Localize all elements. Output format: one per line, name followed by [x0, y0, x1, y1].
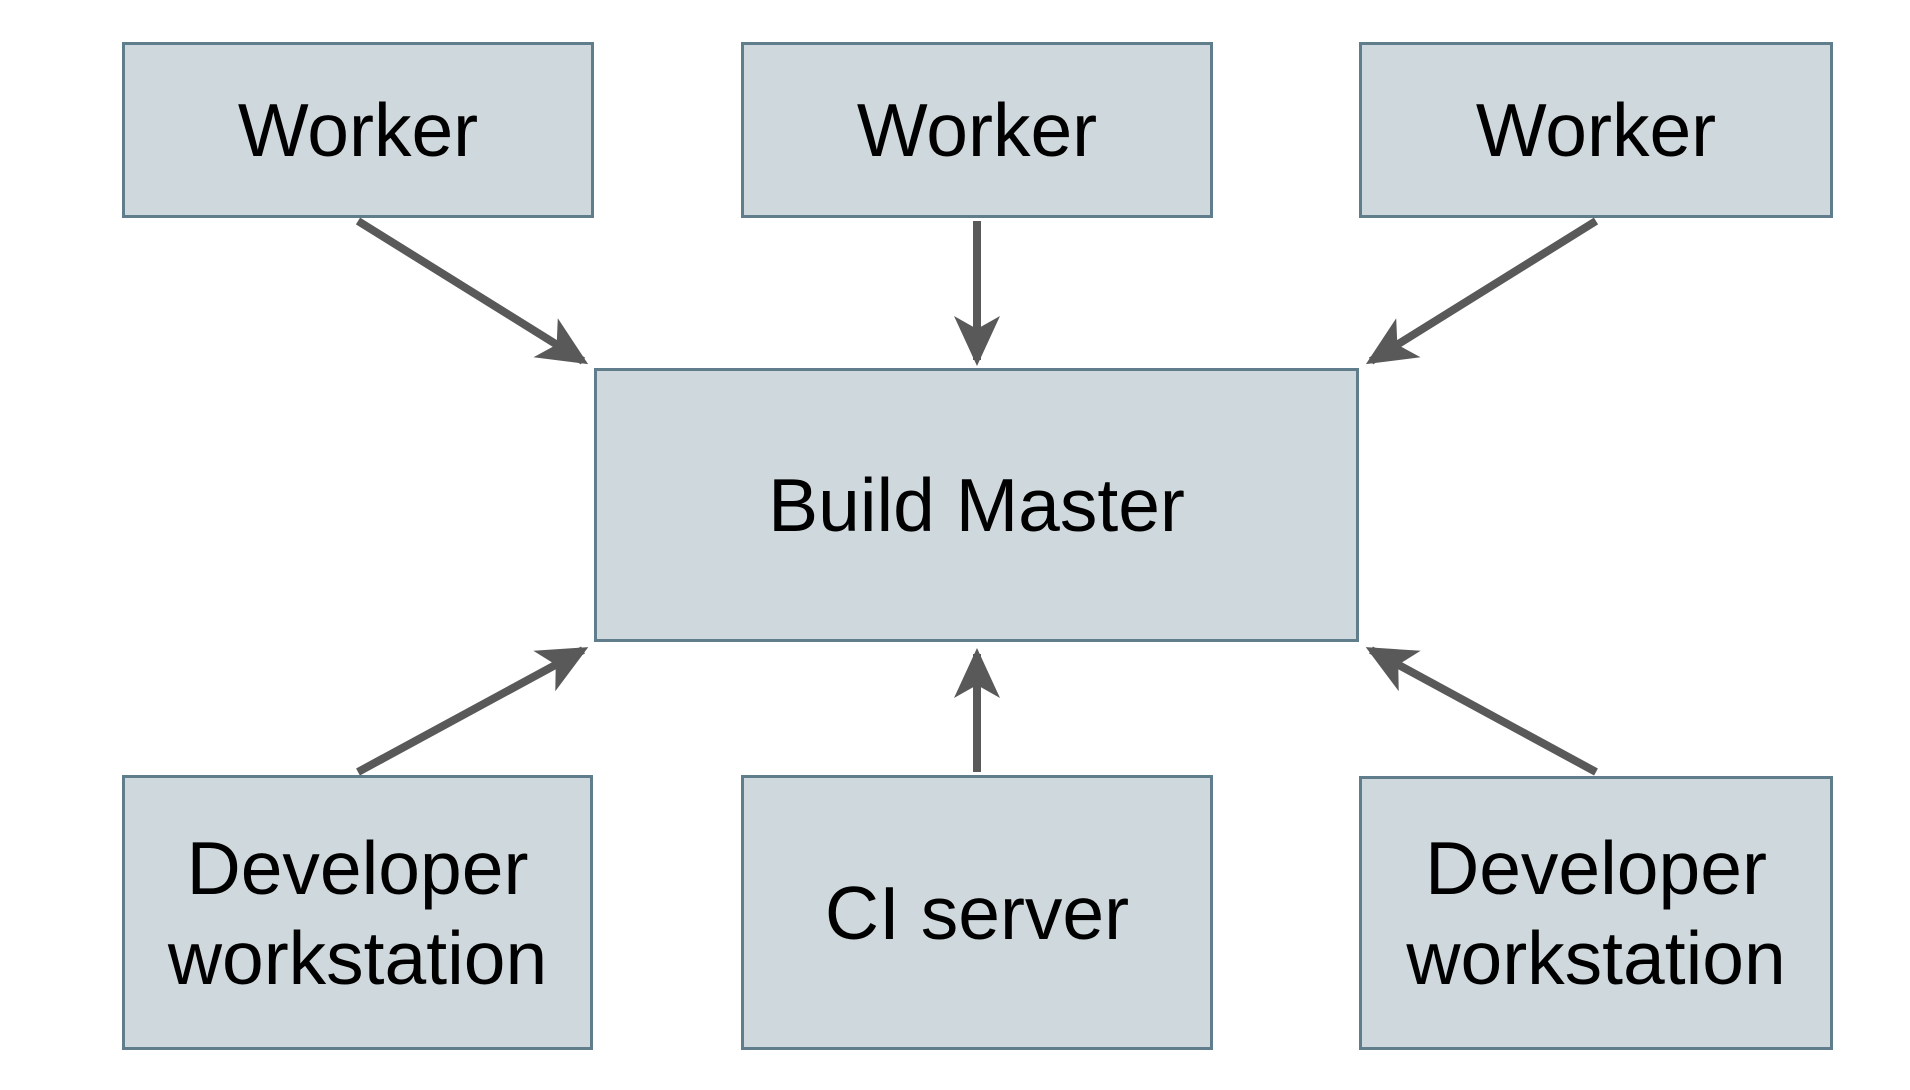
- edge-worker1-to-buildmaster: [355, 217, 589, 365]
- node-worker-1-label: Worker: [237, 88, 479, 172]
- edge-devright-to-buildmaster: [1365, 646, 1598, 776]
- node-worker-2[interactable]: Worker: [741, 42, 1213, 218]
- node-ci-server-label: CI server: [824, 870, 1130, 955]
- node-developer-workstation-right[interactable]: Developer workstation: [1359, 776, 1833, 1050]
- node-worker-1[interactable]: Worker: [122, 42, 594, 218]
- node-worker-2-label: Worker: [856, 88, 1098, 172]
- node-developer-workstation-left-label: Developer workstation: [167, 825, 548, 1000]
- node-ci-server[interactable]: CI server: [741, 775, 1213, 1050]
- node-developer-workstation-right-label: Developer workstation: [1406, 826, 1786, 1000]
- node-worker-3[interactable]: Worker: [1359, 42, 1833, 218]
- edge-worker3-to-buildmaster: [1365, 217, 1599, 365]
- node-worker-3-label: Worker: [1475, 88, 1717, 172]
- node-build-master-label: Build Master: [768, 463, 1185, 547]
- edge-devleft-to-buildmaster: [356, 646, 589, 776]
- node-build-master[interactable]: Build Master: [594, 368, 1359, 642]
- node-developer-workstation-left[interactable]: Developer workstation: [122, 775, 593, 1050]
